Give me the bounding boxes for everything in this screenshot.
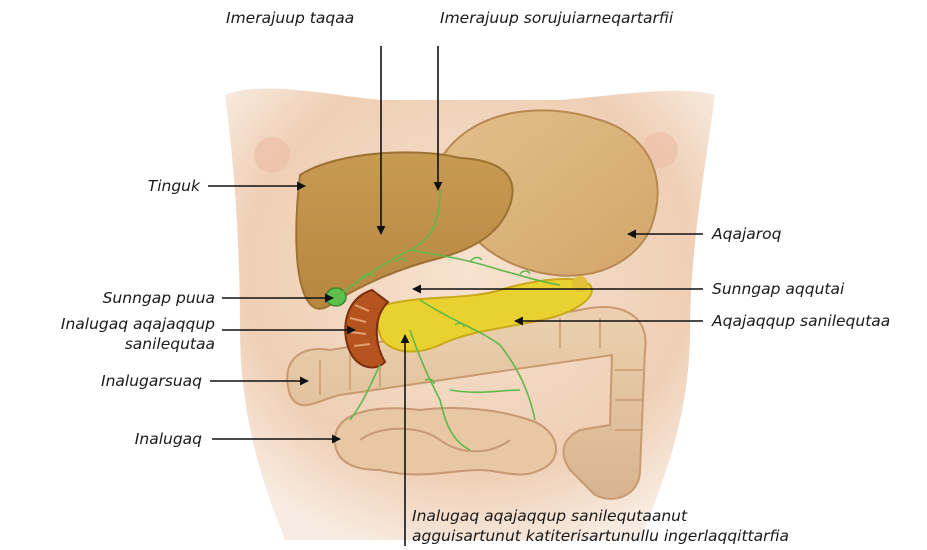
label-hepatic-duct: Imerajuup taqaa bbox=[226, 8, 354, 28]
label-colon: Inalugarsuaq bbox=[101, 371, 202, 391]
label-stomach: Aqajaroq bbox=[712, 224, 781, 244]
label-gallbladder: Sunngap puua bbox=[103, 288, 215, 308]
label-bile-duct: Sunngap aqqutai bbox=[712, 279, 844, 299]
nipple-left bbox=[254, 137, 290, 173]
label-pancreatic-head-line2: sanilequtaa bbox=[125, 334, 215, 354]
label-hepatic-artery: Imerajuup sorujuiarneqartarfii bbox=[440, 8, 673, 28]
label-lymph-line1: Inalugaq aqajaqqup sanilequtaanut bbox=[412, 506, 687, 526]
label-liver: Tinguk bbox=[148, 176, 200, 196]
label-pancreatic-head-line1: Inalugaq aqajaqqup bbox=[61, 314, 215, 334]
label-lymph-line2: agguisartunut katiterisartunullu ingerla… bbox=[412, 526, 789, 546]
label-pancreas: Aqajaqqup sanilequtaa bbox=[712, 311, 890, 331]
label-small-intestine: Inalugaq bbox=[135, 429, 202, 449]
